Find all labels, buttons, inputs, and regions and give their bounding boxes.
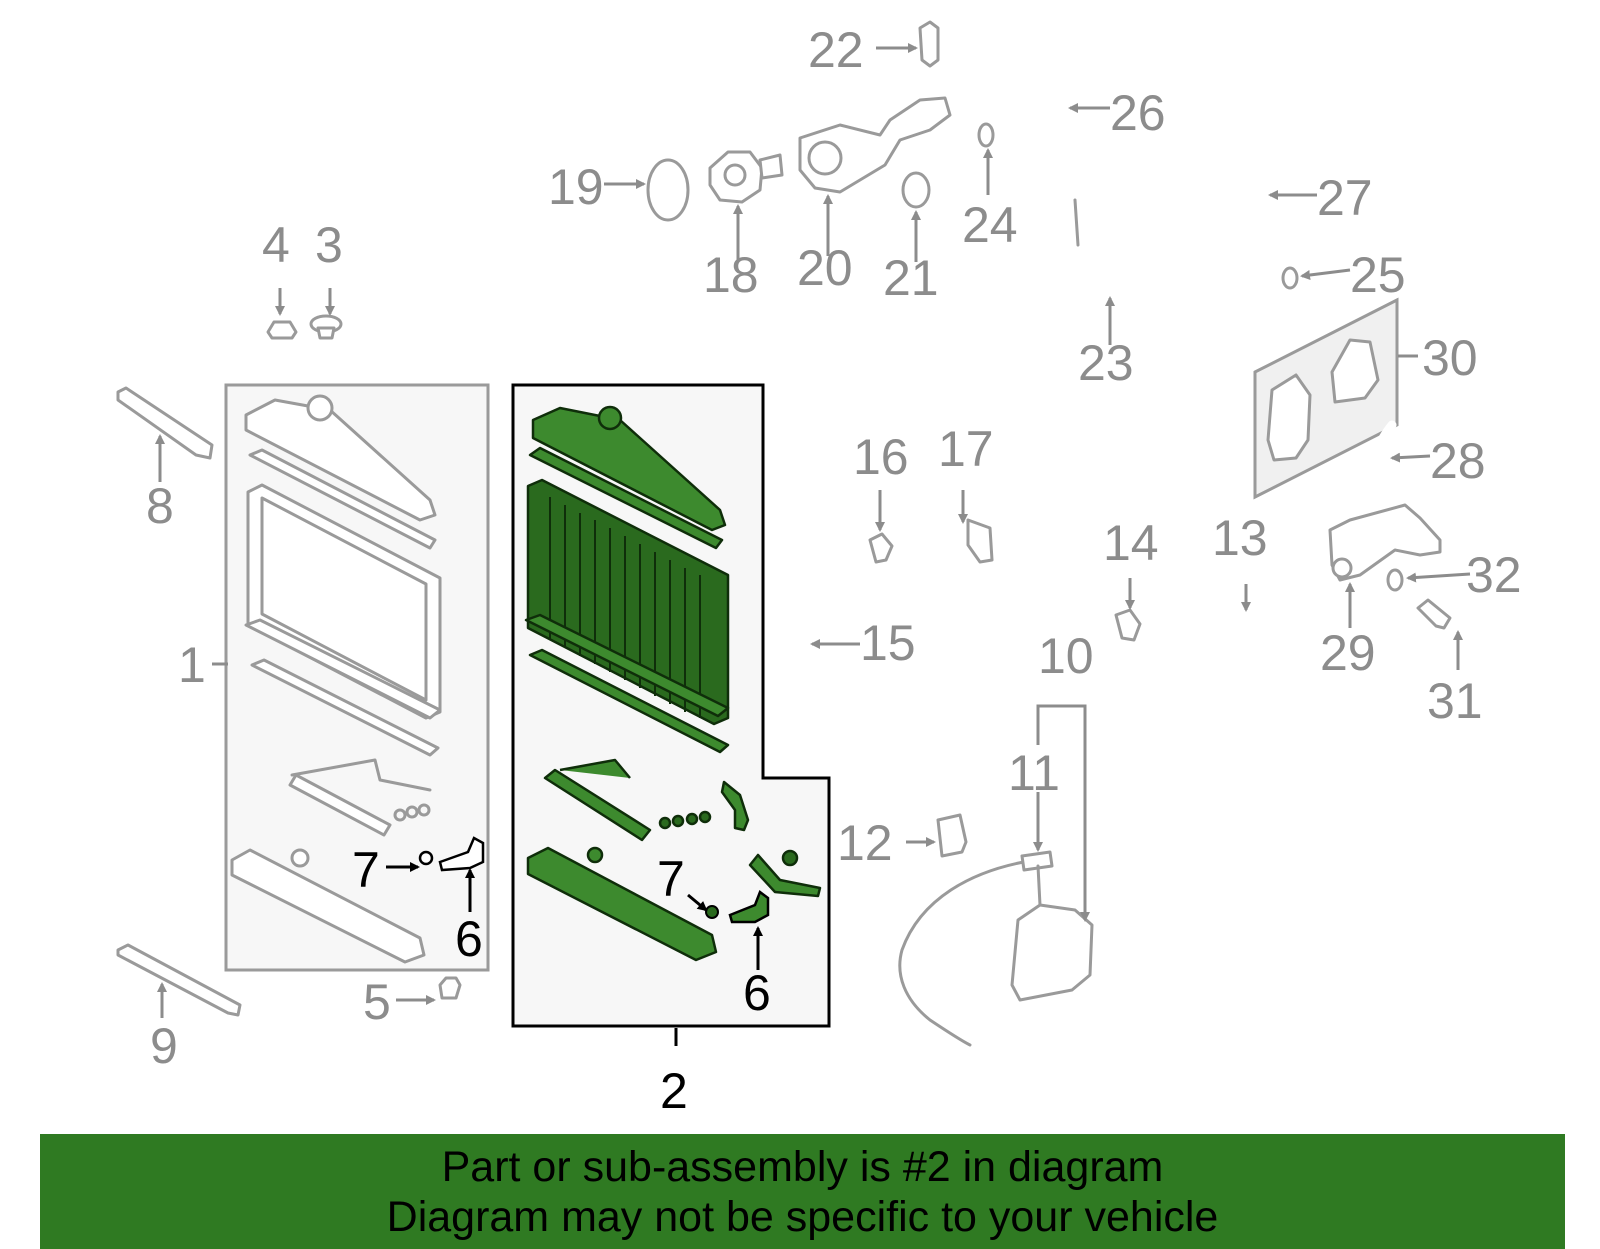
assembly-2-parts [524,405,822,962]
callout-1: 1 [178,637,206,693]
callout-15: 15 [860,615,916,671]
assembly-1-parts [230,394,485,964]
callout-13: 13 [1212,510,1268,566]
callout-11: 11 [1008,745,1060,801]
callout-12: 12 [837,815,893,871]
callout-labels: 1 2 3 4 5 6 6 7 7 8 9 10 11 12 13 14 15 … [146,22,1522,1119]
callout-16: 16 [853,429,909,485]
info-banner: Part or sub-assembly is #2 in diagram Di… [40,1134,1565,1249]
callout-31: 31 [1427,673,1483,729]
callout-14: 14 [1103,515,1159,571]
callout-23: 23 [1078,335,1134,391]
callout-22: 22 [808,22,864,78]
callout-5: 5 [363,974,391,1030]
callout-10: 10 [1038,628,1094,684]
callout-20: 20 [797,240,853,296]
callout-6-box2: 6 [743,965,771,1021]
callout-6-box1: 6 [455,911,483,967]
callout-25: 25 [1350,247,1406,303]
callout-17: 17 [938,421,994,477]
callout-21: 21 [883,250,939,306]
callout-4: 4 [262,217,290,273]
callout-27: 27 [1317,170,1373,226]
callout-26: 26 [1110,85,1166,141]
callout-28: 28 [1430,433,1486,489]
leader-lines [155,43,1471,1046]
parts-outlines [116,20,1452,1047]
callout-7-box1: 7 [352,842,380,898]
callout-2: 2 [660,1063,688,1119]
callout-24: 24 [962,197,1018,253]
callout-9: 9 [150,1018,178,1074]
banner-line-1: Part or sub-assembly is #2 in diagram [441,1142,1164,1191]
callout-30: 30 [1422,330,1478,386]
callout-32: 32 [1466,547,1522,603]
callout-29: 29 [1320,625,1376,681]
callout-3: 3 [315,217,343,273]
callout-19: 19 [548,159,604,215]
callout-18: 18 [703,247,759,303]
callout-8: 8 [146,478,174,534]
banner-line-2: Diagram may not be specific to your vehi… [386,1192,1219,1241]
callout-7-box2: 7 [657,851,685,907]
